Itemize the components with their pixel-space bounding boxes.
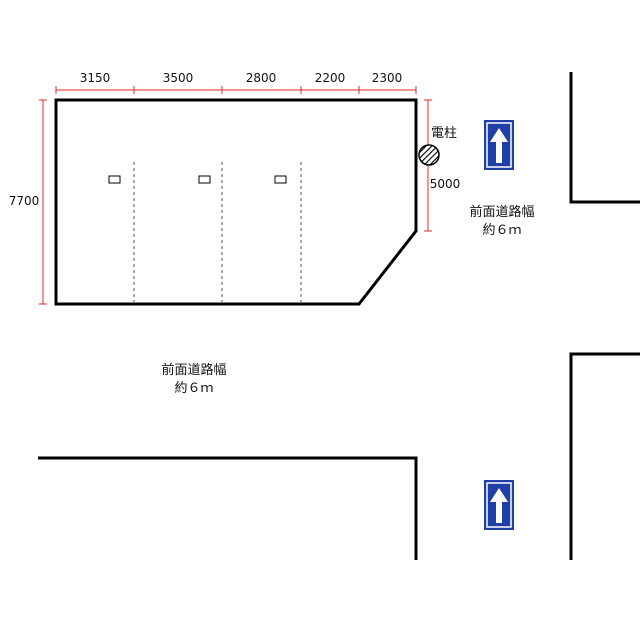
dimension-label: 2800 <box>246 71 277 85</box>
road-edges <box>38 72 640 560</box>
road-width-label: 前面道路幅 <box>469 204 534 220</box>
road-edge-lower-right <box>569 352 640 560</box>
road-edge-upper-right <box>569 72 640 204</box>
one-way-sign <box>484 120 514 170</box>
road-edge-front <box>38 456 418 560</box>
utility-pole-label: 電柱 <box>431 126 457 141</box>
one-way-sign-border <box>486 122 512 168</box>
one-way-sign-border <box>486 482 512 528</box>
up-arrow-icon <box>490 128 508 163</box>
up-arrow-icon <box>490 488 508 523</box>
dimension-label: 2200 <box>315 71 346 85</box>
road-width-value: 約６ｍ <box>482 223 521 238</box>
dimension-label: 2300 <box>372 71 403 85</box>
lot-outline <box>54 98 418 306</box>
road-width-value: 約６ｍ <box>174 381 213 396</box>
dimension-lines <box>39 86 432 305</box>
stall-dividers <box>133 162 302 302</box>
dimension-label: 3500 <box>163 71 194 85</box>
utility-pole-icon <box>418 144 440 166</box>
stall-marker <box>274 175 287 184</box>
stall-marker <box>108 175 121 184</box>
right-dimension-label: 5000 <box>430 177 461 191</box>
dimension-label: 3150 <box>80 71 111 85</box>
one-way-sign <box>484 480 514 530</box>
stall-marker <box>198 175 211 184</box>
road-width-label: 前面道路幅 <box>161 362 226 378</box>
left-dimension-label: 7700 <box>9 194 40 208</box>
